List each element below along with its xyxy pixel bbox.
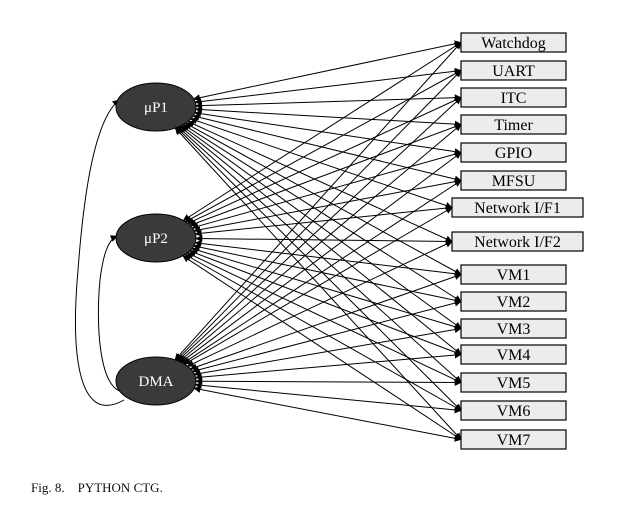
slave-box-vm5: VM5 <box>460 372 567 393</box>
link-dma-up1 <box>74 99 125 406</box>
edge-dma-vm2 <box>192 299 462 374</box>
master-node-dma: DMA <box>115 356 197 406</box>
slave-label-itc: ITC <box>501 90 527 107</box>
slave-label-vm6: VM6 <box>497 403 531 420</box>
slave-label-uart: UART <box>492 63 535 80</box>
edge-dma-vm6 <box>194 381 462 414</box>
slave-box-watchdog: Watchdog <box>460 32 567 53</box>
edge-dma-vm4 <box>194 351 462 381</box>
figure-caption: Fig. 8. PYTHON CTG. <box>31 480 163 496</box>
slave-label-netif1: Network I/F1 <box>474 200 561 217</box>
edge-up1-vm2 <box>182 124 462 302</box>
link-dma-up2 <box>97 235 125 393</box>
slave-box-timer: Timer <box>460 114 567 135</box>
slave-box-mfsu: MFSU <box>460 170 567 191</box>
slave-label-vm5: VM5 <box>497 375 531 392</box>
edge-up1-itc <box>195 94 462 110</box>
slave-label-gpio: GPIO <box>495 145 532 162</box>
slave-label-watchdog: Watchdog <box>481 35 545 52</box>
slave-label-vm4: VM4 <box>497 347 531 364</box>
master-label-dma: DMA <box>138 374 173 390</box>
edge-up2-vm6 <box>184 254 462 411</box>
master-label-up1: μP1 <box>144 100 168 116</box>
slave-box-itc: ITC <box>460 87 567 108</box>
slave-box-vm2: VM2 <box>460 291 567 312</box>
edge-up2-vm5 <box>186 252 462 383</box>
edge-up1-gpio <box>194 110 462 156</box>
slave-label-mfsu: MFSU <box>492 173 536 190</box>
edge-up1-mfsu <box>192 113 462 183</box>
slave-label-vm7: VM7 <box>497 432 531 449</box>
edge-dma-uart <box>175 70 462 361</box>
edge-up1-vm5 <box>177 126 462 383</box>
slave-box-netif2: Network I/F2 <box>451 231 584 252</box>
slave-box-vm7: VM7 <box>460 429 567 450</box>
slave-label-vm3: VM3 <box>497 321 531 338</box>
slave-label-vm2: VM2 <box>497 294 531 311</box>
slave-box-netif1: Network I/F1 <box>451 197 584 218</box>
slave-box-uart: UART <box>460 60 567 81</box>
slave-box-vm1: VM1 <box>460 264 567 285</box>
edge-up1-netif2 <box>187 120 453 243</box>
edge-up1-watchdog <box>193 40 462 102</box>
slave-box-vm4: VM4 <box>460 344 567 365</box>
edges-layer <box>174 40 462 442</box>
slave-label-netif2: Network I/F2 <box>474 234 561 251</box>
slave-label-timer: Timer <box>494 117 533 134</box>
slave-label-vm1: VM1 <box>497 267 531 284</box>
slave-box-vm6: VM6 <box>460 400 567 421</box>
edge-dma-netif2 <box>186 241 453 367</box>
edge-up2-vm4 <box>189 249 462 356</box>
caption-label: Fig. 8. <box>31 480 65 495</box>
slave-box-gpio: GPIO <box>460 142 567 163</box>
caption-text: PYTHON CTG. <box>77 480 163 495</box>
master-links-layer <box>74 99 125 406</box>
edge-up2-vm1 <box>194 239 462 278</box>
master-node-up2: μP2 <box>115 213 197 263</box>
edge-up2-watchdog <box>182 42 462 221</box>
edge-dma-itc <box>177 97 462 362</box>
edge-dma-vm7 <box>193 386 462 442</box>
master-label-up2: μP2 <box>144 231 168 247</box>
master-node-up1: μP1 <box>115 82 197 132</box>
edge-dma-vm5 <box>195 377 462 386</box>
slave-box-vm3: VM3 <box>460 318 567 339</box>
